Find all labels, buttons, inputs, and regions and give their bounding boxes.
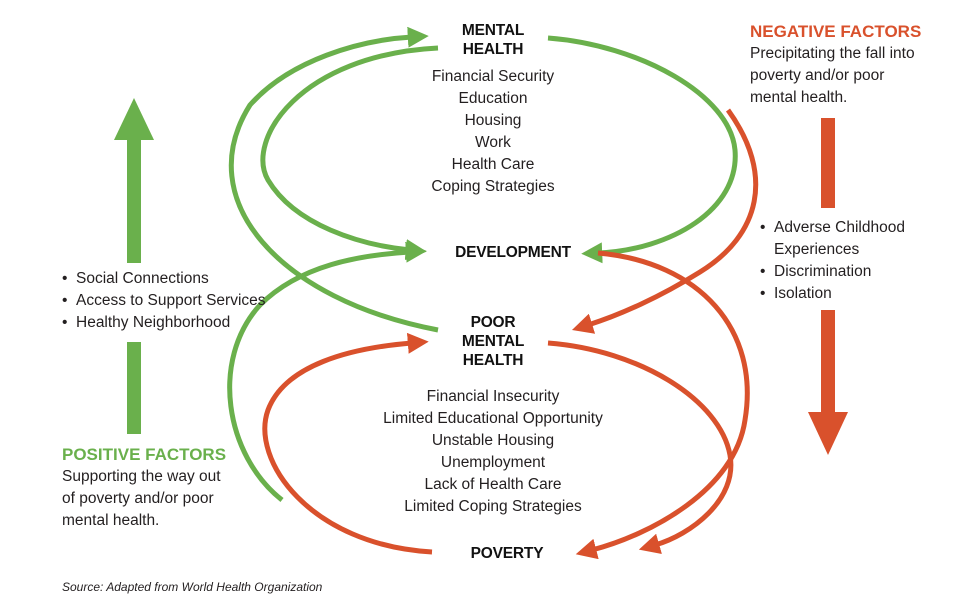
node-mental-health-line1: MENTAL <box>461 22 525 39</box>
list-item-line: Experiences <box>774 241 860 258</box>
arrow-poor-to-poverty <box>547 340 734 554</box>
poverty-factors-list: Financial Insecurity Limited Educational… <box>353 386 633 518</box>
node-development: DEVELOPMENT <box>455 244 571 261</box>
list-item-line: Adverse Childhood <box>774 219 905 236</box>
node-poor-mental-health: POOR MENTAL HEALTH <box>438 313 548 370</box>
list-item: Access to Support Services <box>62 290 292 312</box>
list-item: Education <box>458 90 528 107</box>
node-poor-line1: POOR <box>470 314 516 331</box>
list-item: Limited Coping Strategies <box>404 498 582 515</box>
positive-factors-desc: Supporting the way out of poverty and/or… <box>62 466 292 532</box>
desc-line: poverty and/or poor <box>750 67 885 84</box>
desc-line: Supporting the way out <box>62 468 221 485</box>
node-mental-health: MENTAL HEALTH <box>438 21 548 59</box>
arrow-poverty-to-poor <box>262 332 433 555</box>
list-item: Isolation <box>760 283 970 305</box>
list-item-line: Isolation <box>774 285 832 302</box>
negative-arrow-head <box>808 412 848 455</box>
node-poor-line2: MENTAL <box>461 333 525 350</box>
positive-arrow-head <box>114 98 154 140</box>
negative-arrow-shaft-top <box>821 118 835 208</box>
list-item: Financial Security <box>431 68 555 85</box>
negative-factors-desc: Precipitating the fall into poverty and/… <box>750 43 970 109</box>
list-item: Unemployment <box>440 454 546 471</box>
arrow-poor-to-mental-health <box>228 26 439 333</box>
list-item: Coping Strategies <box>431 178 555 195</box>
list-item: Limited Educational Opportunity <box>383 410 603 427</box>
desc-line: mental health. <box>62 512 160 529</box>
arrow-mental-health-to-development-left <box>260 45 439 261</box>
list-item: Financial Insecurity <box>426 388 560 405</box>
list-item-line: Discrimination <box>774 263 872 280</box>
desc-line: Precipitating the fall into <box>750 45 915 62</box>
node-poverty: POVERTY <box>470 545 544 562</box>
negative-factors-list: Adverse Childhood Experiences Discrimina… <box>760 217 970 305</box>
list-item: Healthy Neighborhood <box>62 312 292 334</box>
arrow-mental-health-to-development-right <box>547 35 738 264</box>
positive-arrow-shaft-bottom <box>127 342 141 434</box>
list-item: Work <box>475 134 511 151</box>
positive-factors-title: POSITIVE FACTORS <box>62 445 227 464</box>
node-mental-health-line2: HEALTH <box>462 41 524 58</box>
negative-factors-title: NEGATIVE FACTORS <box>750 22 922 41</box>
negative-arrow-shaft-bottom <box>821 310 835 414</box>
mental-health-factors-list: Financial Security Education Housing Wor… <box>383 66 603 198</box>
node-poor-line3: HEALTH <box>462 352 524 369</box>
arrow-mental-health-to-poor <box>571 108 759 334</box>
arrow-development-to-poverty <box>575 250 750 560</box>
list-item: Housing <box>464 112 522 129</box>
source-caption: Source: Adapted from World Health Organi… <box>62 580 323 594</box>
list-item: Unstable Housing <box>431 432 555 449</box>
positive-arrow-shaft-top <box>127 139 141 263</box>
list-item: Lack of Health Care <box>424 476 562 493</box>
list-item: Adverse Childhood Experiences <box>760 217 970 261</box>
positive-factors-list: Social Connections Access to Support Ser… <box>62 268 292 334</box>
list-item: Health Care <box>451 156 535 173</box>
desc-line: mental health. <box>750 89 848 106</box>
desc-line: of poverty and/or poor <box>62 490 214 507</box>
list-item: Social Connections <box>62 268 292 290</box>
list-item: Discrimination <box>760 261 970 283</box>
